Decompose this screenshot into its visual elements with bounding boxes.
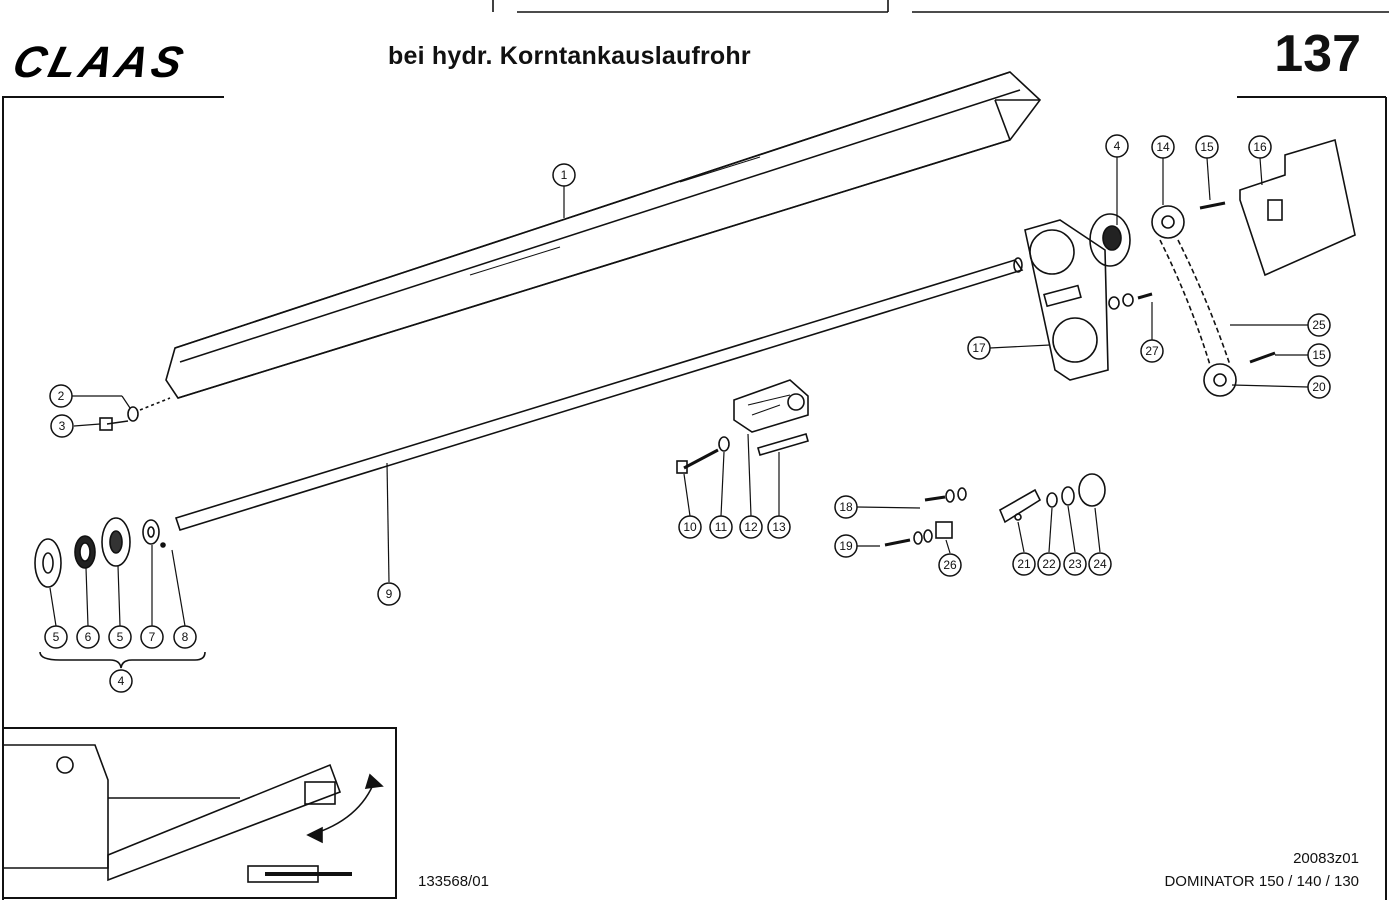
svg-text:4: 4	[118, 674, 125, 688]
callout-27: 27	[1140, 339, 1164, 363]
page-number: 137	[1274, 25, 1361, 83]
callout-22: 22	[1037, 552, 1061, 576]
svg-text:5: 5	[53, 630, 60, 644]
callout-1: 1	[552, 163, 576, 187]
callout-5-right: 5	[108, 625, 132, 649]
lever-assembly	[884, 473, 1106, 547]
svg-text:3: 3	[59, 419, 66, 433]
callout-15-top: 15	[1195, 135, 1219, 159]
svg-text:9: 9	[386, 587, 393, 601]
callout-18: 18	[834, 495, 858, 519]
svg-text:6: 6	[85, 630, 92, 644]
callouts: 1 2 3 4 14 15 16 17 27 25 15 20 5 6 5 7 …	[44, 134, 1331, 693]
svg-text:21: 21	[1017, 557, 1031, 571]
svg-text:17: 17	[972, 341, 986, 355]
svg-text:1: 1	[561, 168, 568, 182]
svg-text:20: 20	[1312, 380, 1326, 394]
callout-10: 10	[678, 515, 702, 539]
callout-24: 24	[1088, 552, 1112, 576]
svg-text:25: 25	[1312, 318, 1326, 332]
callout-7: 7	[140, 625, 164, 649]
callout-leaders	[49, 157, 1309, 627]
callout-26: 26	[938, 553, 962, 577]
svg-text:11: 11	[715, 520, 728, 534]
svg-text:5: 5	[117, 630, 124, 644]
svg-text:26: 26	[943, 558, 957, 572]
callout-4-top: 4	[1105, 134, 1129, 158]
svg-text:4: 4	[1114, 139, 1121, 153]
svg-text:18: 18	[839, 500, 853, 514]
drive-shaft	[174, 257, 1024, 531]
callout-19: 19	[834, 534, 858, 558]
svg-text:7: 7	[149, 630, 156, 644]
svg-text:22: 22	[1042, 557, 1056, 571]
svg-text:10: 10	[683, 520, 697, 534]
callout-11: 11	[709, 515, 733, 539]
callout-6: 6	[76, 625, 100, 649]
bearing-group	[34, 517, 206, 669]
sprocket-drive-assembly	[1024, 138, 1356, 397]
svg-text:13: 13	[772, 520, 786, 534]
image-code: 20083z01	[1293, 850, 1359, 867]
svg-text:15: 15	[1200, 140, 1214, 154]
drawing-number: 133568/01	[418, 873, 489, 890]
callout-25: 25	[1307, 313, 1331, 337]
cover-channel	[165, 71, 1042, 399]
svg-text:2: 2	[58, 389, 65, 403]
inset-detail	[2, 727, 397, 899]
callout-4-group: 4	[109, 669, 133, 693]
bracket-assembly	[676, 379, 809, 474]
svg-text:24: 24	[1093, 557, 1107, 571]
callout-14: 14	[1151, 135, 1175, 159]
callout-3: 3	[50, 414, 74, 438]
callout-16: 16	[1248, 135, 1272, 159]
svg-text:15: 15	[1312, 348, 1326, 362]
callout-5-left: 5	[44, 625, 68, 649]
svg-text:19: 19	[839, 539, 853, 553]
page-title: bei hydr. Korntankauslaufrohr	[388, 42, 751, 70]
model-name: DOMINATOR 150 / 140 / 130	[1164, 873, 1359, 890]
svg-text:27: 27	[1145, 344, 1159, 358]
callout-21: 21	[1012, 552, 1036, 576]
callout-9: 9	[377, 582, 401, 606]
callout-8: 8	[173, 625, 197, 649]
callout-17: 17	[967, 336, 991, 360]
svg-text:8: 8	[182, 630, 189, 644]
callout-12: 12	[739, 515, 763, 539]
callout-20: 20	[1307, 375, 1331, 399]
callout-23: 23	[1063, 552, 1087, 576]
callout-2: 2	[49, 384, 73, 408]
svg-text:23: 23	[1068, 557, 1082, 571]
svg-text:12: 12	[744, 520, 758, 534]
bolt-and-washer	[99, 397, 171, 431]
svg-text:14: 14	[1156, 140, 1170, 154]
svg-text:16: 16	[1253, 140, 1267, 154]
callout-15-bottom: 15	[1307, 343, 1331, 367]
callout-13: 13	[767, 515, 791, 539]
